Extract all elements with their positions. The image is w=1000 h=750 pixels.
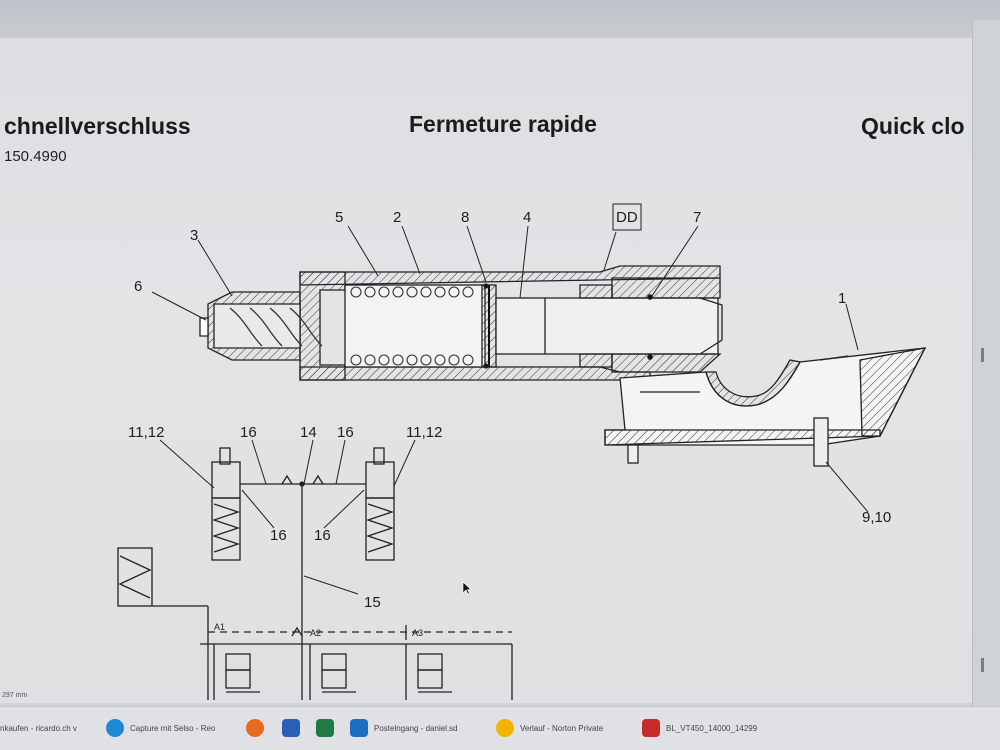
scrollbar-marker (981, 658, 984, 672)
leader-lines (151, 225, 869, 595)
quick-coupler-drawing: 5 2 8 4 DD 7 3 6 1 11,12 16 14 16 11,12 … (117, 203, 927, 700)
callout-4: 4 (523, 209, 531, 226)
taskbar-item-label: nkaufen - ricardo.ch v (0, 723, 77, 733)
taskbar-item-label: Verlauf - Norton Private (520, 723, 604, 733)
callout-5: 5 (335, 209, 343, 226)
scrollbar-thumb[interactable] (981, 348, 984, 362)
callout-11-12-left: 11,12 (128, 424, 164, 441)
taskbar-item-firefox[interactable] (246, 717, 270, 739)
taskbar-item-ricardo[interactable]: nkaufen - ricardo.ch v (0, 717, 77, 739)
coupler-hook (604, 347, 927, 467)
taskbar-item-outlook[interactable]: Postelngang - daniel.sd (350, 717, 458, 739)
callout-dd: DD (616, 209, 638, 226)
vertical-scrollbar[interactable] (972, 20, 1000, 710)
callout-16-d: 16 (314, 527, 331, 544)
taskbar-item-excel[interactable] (316, 717, 340, 739)
callout-3: 3 (190, 227, 198, 244)
callout-16-b: 16 (337, 424, 354, 441)
word-icon (282, 719, 300, 737)
edge-icon (106, 719, 124, 737)
callout-16-c: 16 (270, 527, 287, 544)
excel-icon (316, 719, 334, 737)
taskbar: nkaufen - ricardo.ch v Capture mit Selso… (0, 706, 1000, 750)
callout-15: 15 (364, 594, 381, 611)
mouse-pointer-icon (462, 581, 472, 595)
callout-8: 8 (461, 209, 469, 226)
part-number: 150.4990 (4, 148, 67, 165)
port-a1: A1 (214, 622, 225, 632)
callout-1: 1 (838, 290, 846, 307)
taskbar-item-pdf[interactable]: BL_VT450_14000_14299 (642, 717, 757, 739)
callout-2: 2 (393, 209, 401, 226)
taskbar-item-word[interactable] (282, 717, 306, 739)
cylinder-assembly (199, 265, 723, 381)
detail-box-dd (612, 203, 642, 231)
page-size-label: 297 mm (2, 692, 28, 699)
callout-14: 14 (300, 424, 317, 441)
callout-7: 7 (693, 209, 701, 226)
taskbar-item-label: Postelngang - daniel.sd (374, 723, 458, 733)
callout-9-10: 9,10 (862, 509, 891, 526)
taskbar-item-norton[interactable]: Verlauf - Norton Private (496, 717, 603, 739)
title-french: Fermeture rapide (409, 111, 597, 137)
taskbar-item-label: BL_VT450_14000_14299 (666, 723, 758, 733)
firefox-icon (246, 719, 264, 737)
port-a3: A3 (412, 628, 423, 638)
callout-11-12-right: 11,12 (406, 424, 442, 441)
callout-6: 6 (134, 278, 142, 295)
taskbar-item-edge[interactable]: Capture mit Selso - Reo (106, 717, 215, 739)
port-a2: A2 (310, 628, 321, 638)
taskbar-item-label: Capture mit Selso - Reo (130, 723, 216, 733)
norton-icon (496, 719, 514, 737)
title-german: chnellverschluss (4, 113, 191, 139)
callout-16-a: 16 (240, 424, 257, 441)
pneumatic-schematic (117, 447, 513, 700)
pdf-icon (642, 719, 660, 737)
outlook-icon (350, 719, 368, 737)
browser-top-strip (0, 0, 1000, 40)
title-english: Quick clo (861, 113, 965, 139)
